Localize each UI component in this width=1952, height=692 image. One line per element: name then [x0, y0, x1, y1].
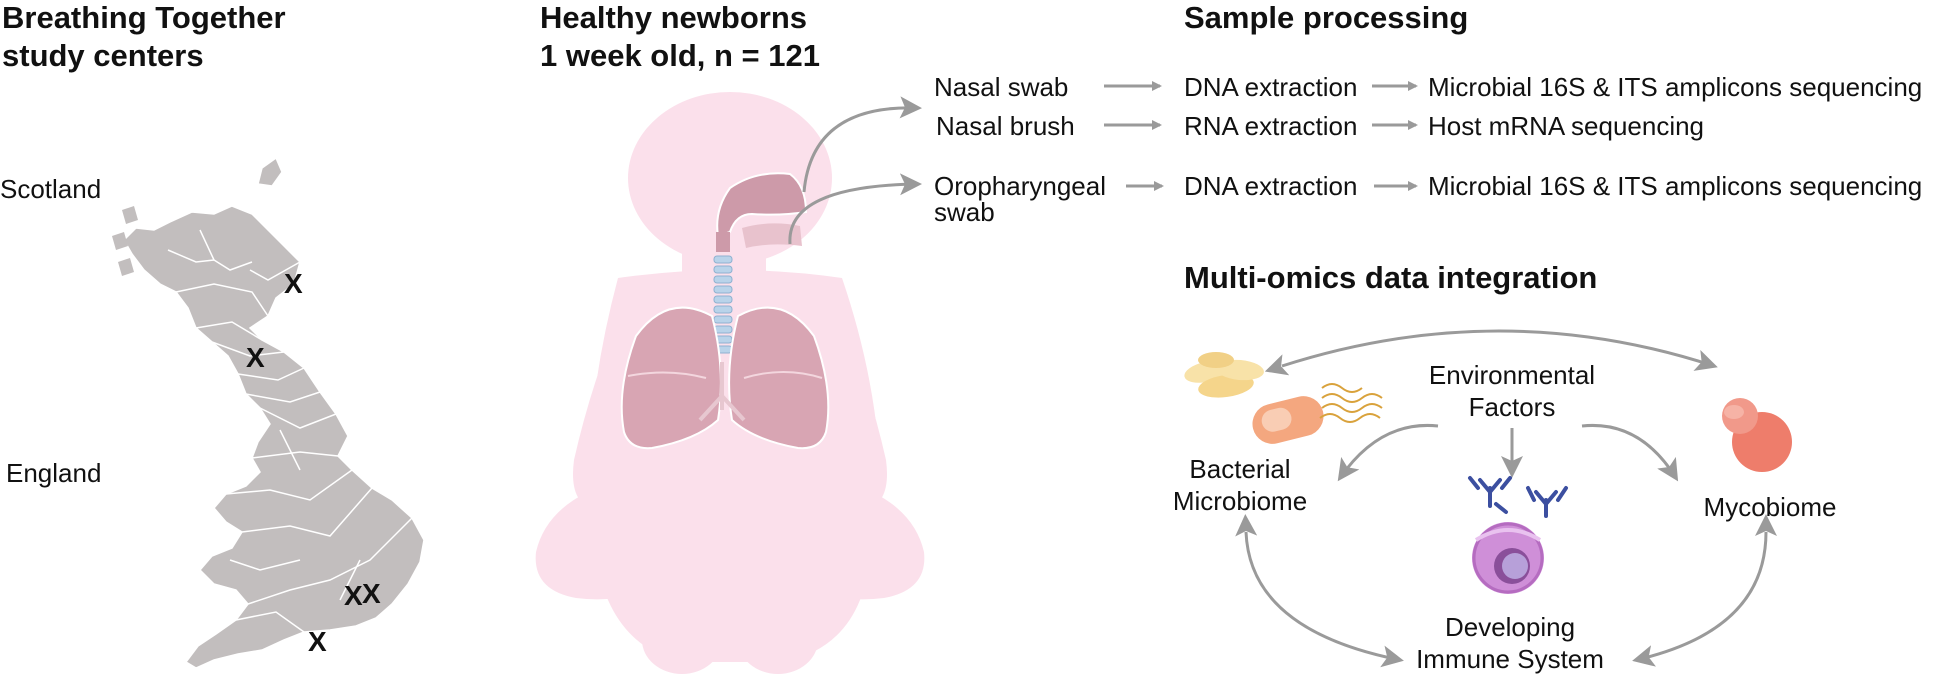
sample-label-line1: Oropharyngeal — [934, 171, 1106, 201]
study-center-marker: X — [284, 268, 303, 299]
extraction-label: RNA extraction — [1184, 111, 1358, 141]
extraction-label: DNA extraction — [1184, 72, 1358, 102]
extraction-label: DNA extraction — [1184, 171, 1358, 201]
processing-arrows — [1104, 81, 1418, 191]
study-center-marker: X — [308, 626, 327, 657]
lungs — [620, 306, 830, 450]
sequencing-label: Microbial 16S & ITS amplicons sequencing — [1428, 72, 1923, 102]
label-scotland: Scotland — [0, 174, 102, 204]
label-england: England — [6, 458, 102, 488]
sample-processing-title: Sample processing — [1184, 0, 1469, 35]
immune-label-line2: Immune System — [1416, 644, 1604, 674]
uk-region-borders — [167, 229, 413, 633]
sample-label: Nasal swab — [934, 72, 1069, 102]
arrow-env-to-mycobiome — [1581, 423, 1679, 482]
arrow-bacterial-mycobiome — [1264, 329, 1718, 376]
study-center-marker: X — [246, 342, 265, 373]
newborns-title-line1: Healthy newborns — [540, 0, 807, 35]
sequencing-label: Host mRNA sequencing — [1428, 111, 1705, 141]
integration-arrows — [1235, 329, 1777, 668]
newborn-illustration — [535, 92, 925, 674]
arrow-env-to-bacterial — [1337, 423, 1439, 482]
mycobiome-label: Mycobiome — [1703, 492, 1837, 522]
study-center-marker: X — [344, 580, 363, 611]
uk-islands — [112, 206, 138, 276]
uk-map-shape — [123, 156, 425, 669]
env-factors-line1: Environmental — [1428, 360, 1596, 390]
arrow-nose-to-nasal — [802, 96, 922, 193]
airway — [713, 172, 808, 354]
arrow-bacterial-immune — [1235, 514, 1404, 668]
env-factors-line2: Factors — [1468, 392, 1556, 422]
bacteria-illustration — [1184, 352, 1383, 444]
arrow-mouth-to-oropharyngeal — [788, 173, 922, 245]
study-centers-title-line2: study centers — [2, 38, 204, 73]
bacterial-label-line2: Microbiome — [1172, 486, 1308, 516]
study-centers-title-line1: Breathing Together — [2, 0, 286, 35]
sample-label: Nasal brush — [936, 111, 1075, 141]
sample-label-line2: swab — [934, 197, 995, 227]
uk-map — [112, 156, 425, 669]
study-center-marker: X — [362, 578, 381, 609]
arrow-mycobiome-immune — [1632, 514, 1777, 667]
immune-illustration — [1468, 476, 1568, 594]
sequencing-label: Microbial 16S & ITS amplicons sequencing — [1428, 171, 1923, 201]
newborns-title-line2: 1 week old, n = 121 — [540, 38, 820, 73]
immune-label-line1: Developing — [1444, 612, 1576, 642]
integration-title: Multi-omics data integration — [1184, 260, 1598, 295]
fungus-illustration — [1722, 398, 1792, 472]
bacterial-label-line1: Bacterial — [1189, 454, 1291, 484]
